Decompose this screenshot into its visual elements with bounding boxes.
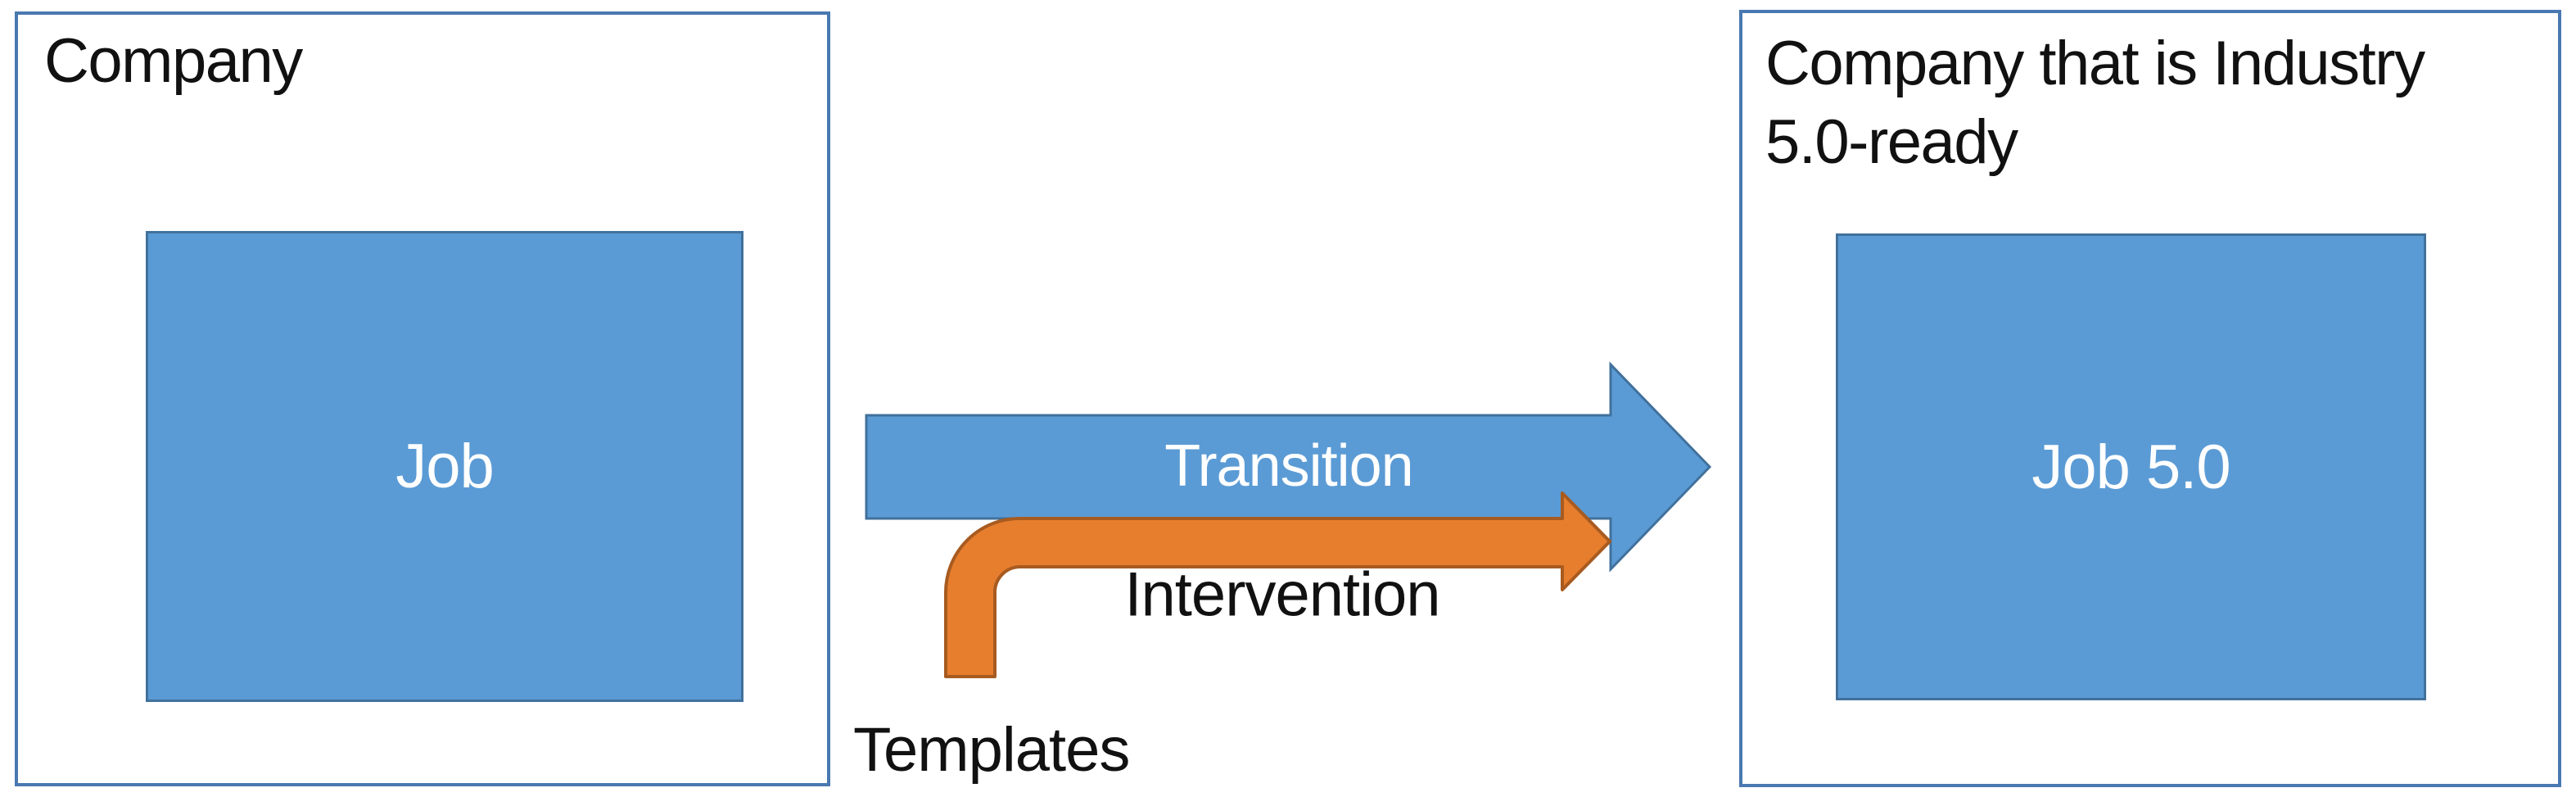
job-label: Job — [395, 432, 495, 501]
industry-company-label-line1: Company that is Industry — [1765, 29, 2425, 98]
templates-label: Templates — [853, 715, 1130, 785]
intervention-arrow — [944, 491, 1611, 678]
industry-company-label-line2: 5.0-ready — [1765, 107, 2018, 177]
intervention-label: Intervention — [1124, 559, 1440, 630]
job-box: Job — [146, 231, 743, 702]
transition-label: Transition — [1164, 433, 1413, 499]
industry-company-label: Company that is Industry 5.0-ready — [1765, 25, 2425, 182]
job50-box: Job 5.0 — [1836, 233, 2426, 700]
company-label: Company — [44, 26, 303, 96]
job50-label: Job 5.0 — [2031, 432, 2230, 502]
